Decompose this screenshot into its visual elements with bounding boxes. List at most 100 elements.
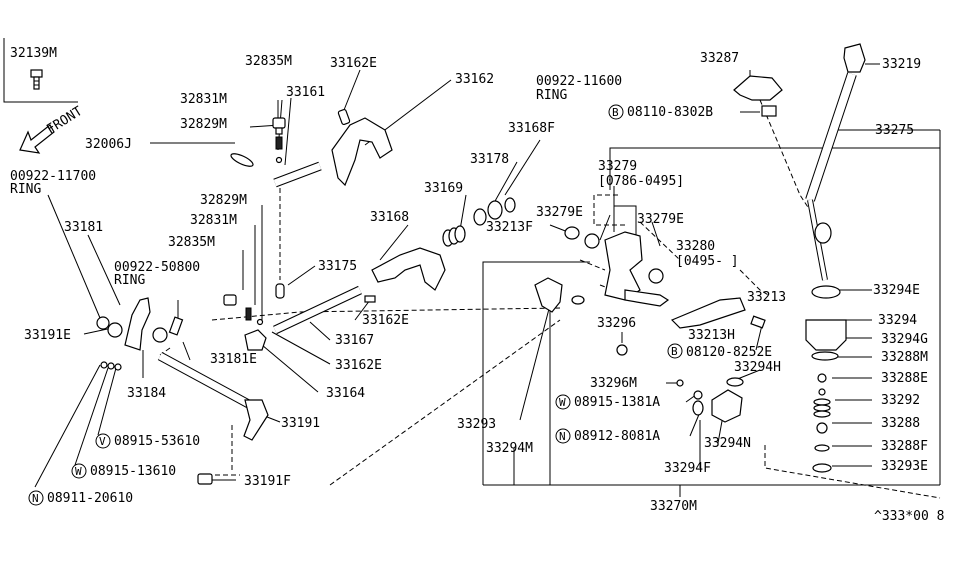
label-00922-50800-ring: RING (114, 273, 145, 288)
spring-33292-icon (813, 398, 831, 418)
lever-33181-icon (124, 297, 151, 351)
front-label: FRONT (44, 104, 85, 138)
nut-08912-8081A-icon (692, 400, 704, 416)
link-33213-icon (670, 297, 746, 329)
label-33162: 33162 (455, 72, 494, 87)
rod-33167-icon (273, 285, 362, 335)
label-33161: 33161 (286, 85, 325, 100)
label-00922-50800: 00922-50800 (114, 260, 200, 275)
fork-33168-icon (371, 247, 446, 291)
label-33288F: 33288F (881, 439, 928, 454)
label-33296: 33296 (597, 316, 636, 331)
rod-33161-icon (273, 161, 322, 188)
part-labels: 32835M 33162E 33162 00922-11600 RING 332… (10, 51, 944, 524)
label-32829M-mid: 32829M (200, 193, 247, 208)
callout-b-08120: B (671, 345, 678, 358)
label-33288E: 33288E (881, 371, 928, 386)
lever-33275-icon (805, 72, 857, 281)
bolt-08110-8302B-icon (761, 105, 777, 117)
parts (96, 43, 866, 485)
label-33164: 33164 (326, 386, 365, 401)
label-33294M: 33294M (486, 441, 533, 456)
label-33191: 33191 (281, 416, 320, 431)
label-33294G: 33294G (881, 332, 928, 347)
boot-33294-icon (805, 319, 847, 351)
label-00922-11700-ring: RING (10, 182, 41, 197)
ball-32829M-icon (275, 156, 283, 164)
bush-33213F-icon (564, 226, 580, 240)
label-32139M: 32139M (10, 46, 57, 61)
ring-33293E-icon (812, 463, 832, 473)
seat-33288-icon (816, 422, 828, 434)
ring-33288E-icon (818, 388, 826, 396)
housing-33279-icon (604, 231, 643, 301)
label-33293E: 33293E (881, 459, 928, 474)
pin-33175-icon (275, 283, 285, 299)
ring-33288F-icon (814, 444, 830, 452)
label-33292: 33292 (881, 393, 920, 408)
bush-33184-icon (152, 327, 168, 343)
plug-32006J-icon (230, 153, 254, 167)
label-33191E: 33191E (24, 328, 71, 343)
ring-33294G-icon (811, 351, 839, 361)
label-33181: 33181 (64, 220, 103, 235)
label-33287: 33287 (700, 51, 739, 66)
label-33162E-low: 33162E (335, 358, 382, 373)
callout-v-53610: V (99, 435, 106, 448)
label-33168: 33168 (370, 210, 409, 225)
bolt-32835M-mid-icon (223, 294, 237, 306)
label-33296M: 33296M (590, 376, 637, 391)
label-33167: 33167 (335, 333, 374, 348)
bolt-32835M-icon (272, 117, 286, 135)
ring-33168F-icon (504, 197, 516, 213)
callout-n-20610: N (32, 492, 39, 505)
front-arrow-icon: FRONT (19, 104, 85, 154)
label-32835M-mid: 32835M (168, 235, 215, 250)
label-33184: 33184 (127, 386, 166, 401)
callout-w-13610: W (75, 465, 82, 478)
label-00922-11700: 00922-11700 (10, 169, 96, 184)
pin-33162E-icon (337, 109, 351, 125)
pin-33162E-mid-icon (364, 295, 376, 303)
label-33279E-left: 33279E (536, 205, 583, 220)
label-33191F: 33191F (244, 474, 291, 489)
label-33279E-right: 33279E (637, 212, 684, 227)
ring-00922-11700-icon (96, 316, 110, 330)
washer-33288M-icon (817, 373, 827, 383)
leader-lines (34, 63, 941, 499)
clip-33294H-icon (726, 377, 744, 387)
label-33293: 33293 (457, 417, 496, 432)
callout-circles (28, 104, 683, 506)
washer-08915-13610-icon (107, 362, 115, 370)
label-33280-range: [0495- ] (676, 254, 739, 269)
label-33294E: 33294E (873, 283, 920, 298)
bolt-08120-8252E-icon (750, 315, 766, 329)
callout-w-1381A: W (559, 396, 566, 409)
label-08120-8252E: 08120-8252E (686, 345, 772, 360)
boot-33293-icon (534, 277, 563, 313)
label-33213F: 33213F (486, 220, 533, 235)
ball-32829M-mid-icon (256, 318, 264, 326)
label-33294: 33294 (878, 313, 917, 328)
spring-32831M-icon (275, 136, 283, 150)
ring-33178-icon (487, 200, 503, 220)
label-08110-8302B: 08110-8302B (627, 105, 713, 120)
label-33213: 33213 (747, 290, 786, 305)
label-33279-range: [0786-0495] (598, 174, 684, 189)
label-33280: 33280 (676, 239, 715, 254)
bolt-33191F-icon (197, 473, 213, 485)
label-33288M: 33288M (881, 350, 928, 365)
fork-33162-icon (331, 117, 393, 187)
ring-33169b-icon (473, 208, 487, 226)
washer-33279E-left-icon (584, 233, 600, 249)
callout-b-08110: B (612, 106, 619, 119)
lever-33280-icon (624, 289, 670, 307)
label-33288: 33288 (881, 416, 920, 431)
plate-33287-icon (733, 75, 783, 101)
ring-33294E-icon (811, 285, 841, 299)
label-32831M-top: 32831M (180, 92, 227, 107)
label-33294H: 33294H (734, 360, 781, 375)
label-33270M: 33270M (650, 499, 697, 514)
callout-n-8081A: N (559, 430, 566, 443)
